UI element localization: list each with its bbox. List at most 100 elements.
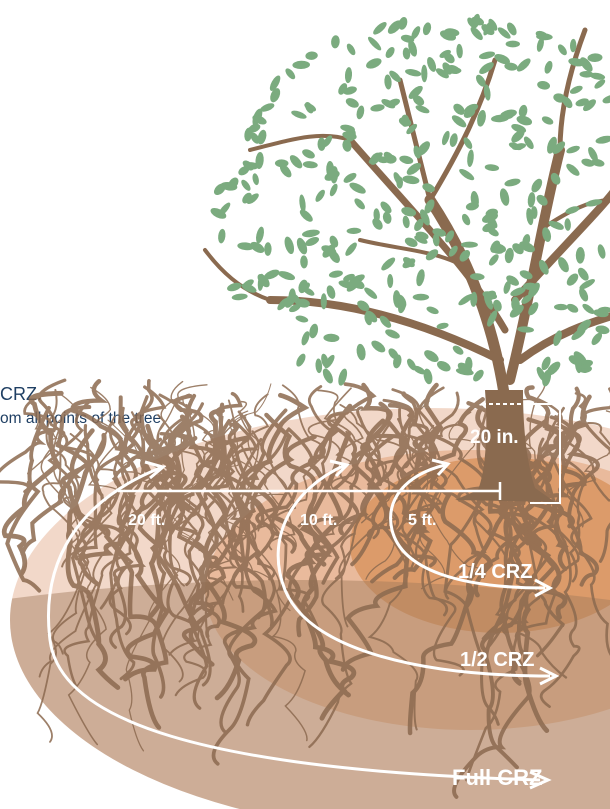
quarter-crz-label: 1/4 CRZ [458,561,532,583]
leaf [506,41,520,48]
leaf [425,305,439,316]
leaf [569,84,584,95]
leaf [343,241,358,258]
leaf [298,194,306,213]
leaf [595,324,610,335]
leaf [414,104,430,115]
leaf [275,159,289,167]
leaf [314,188,327,203]
distance-full-label: 20 ft. [128,512,165,529]
trunk-diameter-label: 20 in. [470,427,519,448]
leaf [283,235,296,255]
leaf [277,269,296,282]
leaf [294,352,307,368]
leaf [595,134,610,145]
leaf [321,367,335,385]
leaf [328,269,343,278]
leaf [458,167,476,182]
leaf [522,135,536,151]
leaf [421,65,428,83]
leaf [576,266,591,283]
leaf [587,53,602,62]
leaf [308,323,320,339]
leaf [565,144,580,155]
leaf [508,141,523,152]
leaf [369,338,387,354]
leaf [565,302,579,314]
leaf [413,294,429,301]
leaf [541,115,555,127]
leaf [596,243,607,259]
leaf [498,187,510,206]
leaf [387,274,393,288]
leaf [527,192,536,208]
leaf [325,284,337,300]
leaf [384,45,397,59]
leaf [565,271,581,288]
leaf [382,211,393,225]
leaf [601,93,610,105]
leaf [355,343,366,361]
half-crz-label: 1/2 CRZ [460,649,534,671]
leaf [290,109,307,120]
distance-quarter-label: 5 ft. [408,512,436,529]
leaf [331,35,341,49]
leaf [466,149,474,167]
leaf [348,180,368,196]
leaf [305,51,318,60]
leaf [396,176,403,188]
leaf [422,348,441,365]
leaf [240,178,253,192]
leaf [577,287,590,303]
leaf [284,67,297,81]
leaf [404,68,422,78]
leaf [529,177,544,194]
leaf [300,255,308,268]
leaf [460,213,472,227]
leaf [500,111,513,119]
leaf [366,35,383,52]
leaf [384,328,401,341]
leaf [353,197,367,212]
leaf [365,56,384,71]
leaf [346,228,361,235]
leaf [252,173,260,186]
leaf [370,103,385,112]
leaf [301,147,317,160]
leaf [217,228,226,243]
leaf [328,183,339,198]
leaf [504,177,522,188]
leaf [556,43,569,57]
leaf [554,304,568,311]
leaf [295,236,309,255]
leaf [564,162,581,178]
leaf [543,60,554,75]
leaf [371,20,388,37]
leaf [398,154,414,165]
leaf [363,286,379,301]
leaf [295,314,309,323]
leaf [461,242,478,248]
leaf [564,218,571,231]
leaf [449,132,459,147]
leaf [440,130,451,146]
leaf [415,268,426,286]
leaf [264,242,272,256]
leaf [487,253,500,268]
leaf [471,368,486,383]
leaf [581,302,596,316]
leaf [515,56,533,73]
leaf [303,161,319,169]
leaf [344,96,360,109]
leaf [288,153,305,171]
leaf [342,171,358,185]
leaf [536,80,550,91]
leaf [255,226,266,244]
leaf [321,293,327,309]
leaf [323,333,339,342]
leaf [484,164,499,172]
leaf [344,67,352,83]
leaf [345,42,357,56]
